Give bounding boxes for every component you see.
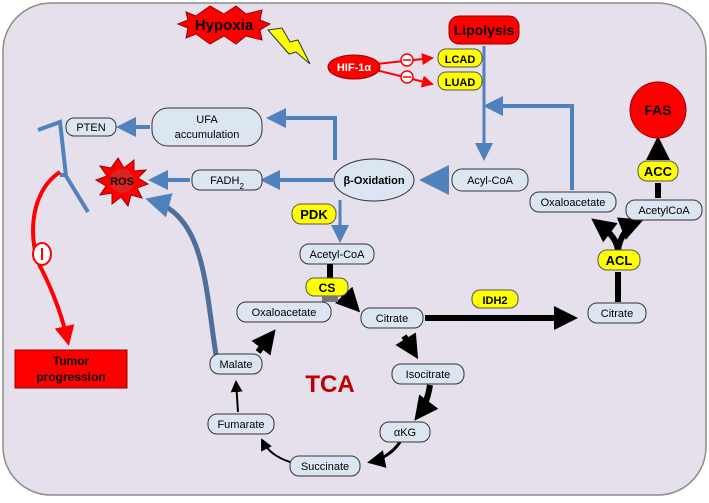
idh2-label: IDH2: [482, 295, 507, 307]
succinate-label: Succinate: [301, 461, 349, 473]
arrow-fumarate-to-malate: [230, 380, 243, 413]
lipolysis-label: Lipolysis: [454, 22, 515, 38]
acetylcoa-right-label: AcetylCoA: [638, 205, 690, 217]
akg-label: αKG: [394, 427, 416, 439]
arrow-malate-to-ros: [145, 193, 219, 356]
acc-label: ACC: [644, 164, 673, 179]
arrow-beta-oxidation-to-ufa: [266, 108, 337, 160]
lipolysis-box: [448, 15, 520, 45]
pten-box: [65, 117, 117, 137]
arrow-acl-to-acetylcoa: [615, 217, 644, 251]
akg-box: [379, 421, 431, 443]
tumor-label-line1: Tumor: [53, 354, 90, 368]
tca-label: TCA: [305, 371, 354, 398]
oxaloacetate-right-box: [529, 191, 617, 213]
fumarate-box: [207, 413, 275, 435]
beta-oxidation-node: [333, 158, 415, 202]
tumor-label-line2: progression: [36, 370, 105, 384]
acl-box: [597, 249, 641, 271]
citrate-label: Citrate: [376, 313, 408, 325]
idh2-box: [471, 289, 519, 309]
acyl-coa-label: Acyl-CoA: [467, 175, 514, 187]
citrate-right-label: Citrate: [601, 308, 633, 320]
ros-core: [110, 169, 134, 193]
acc-box: [637, 160, 679, 182]
hif-label: HIF-1α: [337, 62, 372, 74]
cs-connector: [322, 296, 338, 302]
oxaloacetate-label: Oxaloacetate: [252, 307, 317, 319]
pdk-box: [291, 203, 337, 225]
ufa-box: [151, 107, 263, 147]
fadh2-main-text: FADH: [210, 175, 239, 187]
isocitrate-label: Isocitrate: [406, 369, 451, 381]
lcad-label: LCAD: [445, 54, 476, 66]
hif-node: [327, 54, 381, 80]
pdk-label: PDK: [300, 207, 328, 222]
hypoxia-star: [176, 5, 272, 45]
arrow-to-tumor-progression: [31, 170, 75, 346]
isocitrate-box: [391, 363, 465, 385]
malate-label: Malate: [219, 359, 252, 371]
fadh2-subscript: 2: [239, 182, 244, 191]
fadh2-label: FADH2: [210, 175, 244, 191]
arrow-citrate-to-isocitrate: [395, 332, 419, 360]
oxaloacetate-right-label: Oxaloacetate: [541, 197, 606, 209]
arrow-isocitrate-to-akg: [414, 384, 439, 421]
luad-box: [437, 71, 483, 91]
ufa-label-line1: UFA: [196, 114, 218, 126]
arrow-akg-to-succinate: [367, 441, 402, 468]
lcad-box: [437, 48, 483, 68]
ros-label: ROS: [110, 176, 134, 188]
fumarate-label: Fumarate: [217, 419, 264, 431]
succinate-box: [289, 455, 361, 477]
acetyl-coa-label: Acetyl-CoA: [309, 249, 365, 261]
arrow-succinate-to-fumarate: [261, 438, 291, 463]
ufa-label-line2: accumulation: [175, 129, 240, 141]
tumor-progression-box: [14, 349, 128, 389]
acetylcoa-right-box: [625, 199, 703, 221]
fadh2-box: [191, 169, 263, 191]
cs-label: CS: [319, 281, 336, 295]
citrate-box: [360, 307, 424, 329]
acyl-coa-box: [451, 168, 529, 192]
hypoxia-label: Hypoxia: [195, 17, 254, 34]
acetyl-coa-box: [299, 243, 375, 265]
lightning-icon: [267, 27, 311, 65]
fas-node: [629, 81, 687, 139]
arrow-oxaloacetate-to-lipolysis: [483, 96, 574, 190]
malate-box: [209, 353, 263, 375]
oxaloacetate-box: [236, 301, 332, 323]
citrate-right-box: [587, 302, 647, 324]
fas-label: FAS: [644, 102, 671, 118]
luad-label: LUAD: [445, 77, 476, 89]
inhibition-bracket: [37, 119, 90, 214]
arrow-malate-to-oxaloacetate: [251, 329, 276, 356]
acl-label: ACL: [606, 253, 633, 268]
beta-oxidation-label: β-Oxidation: [343, 175, 404, 187]
pten-label: PTEN: [76, 122, 105, 134]
